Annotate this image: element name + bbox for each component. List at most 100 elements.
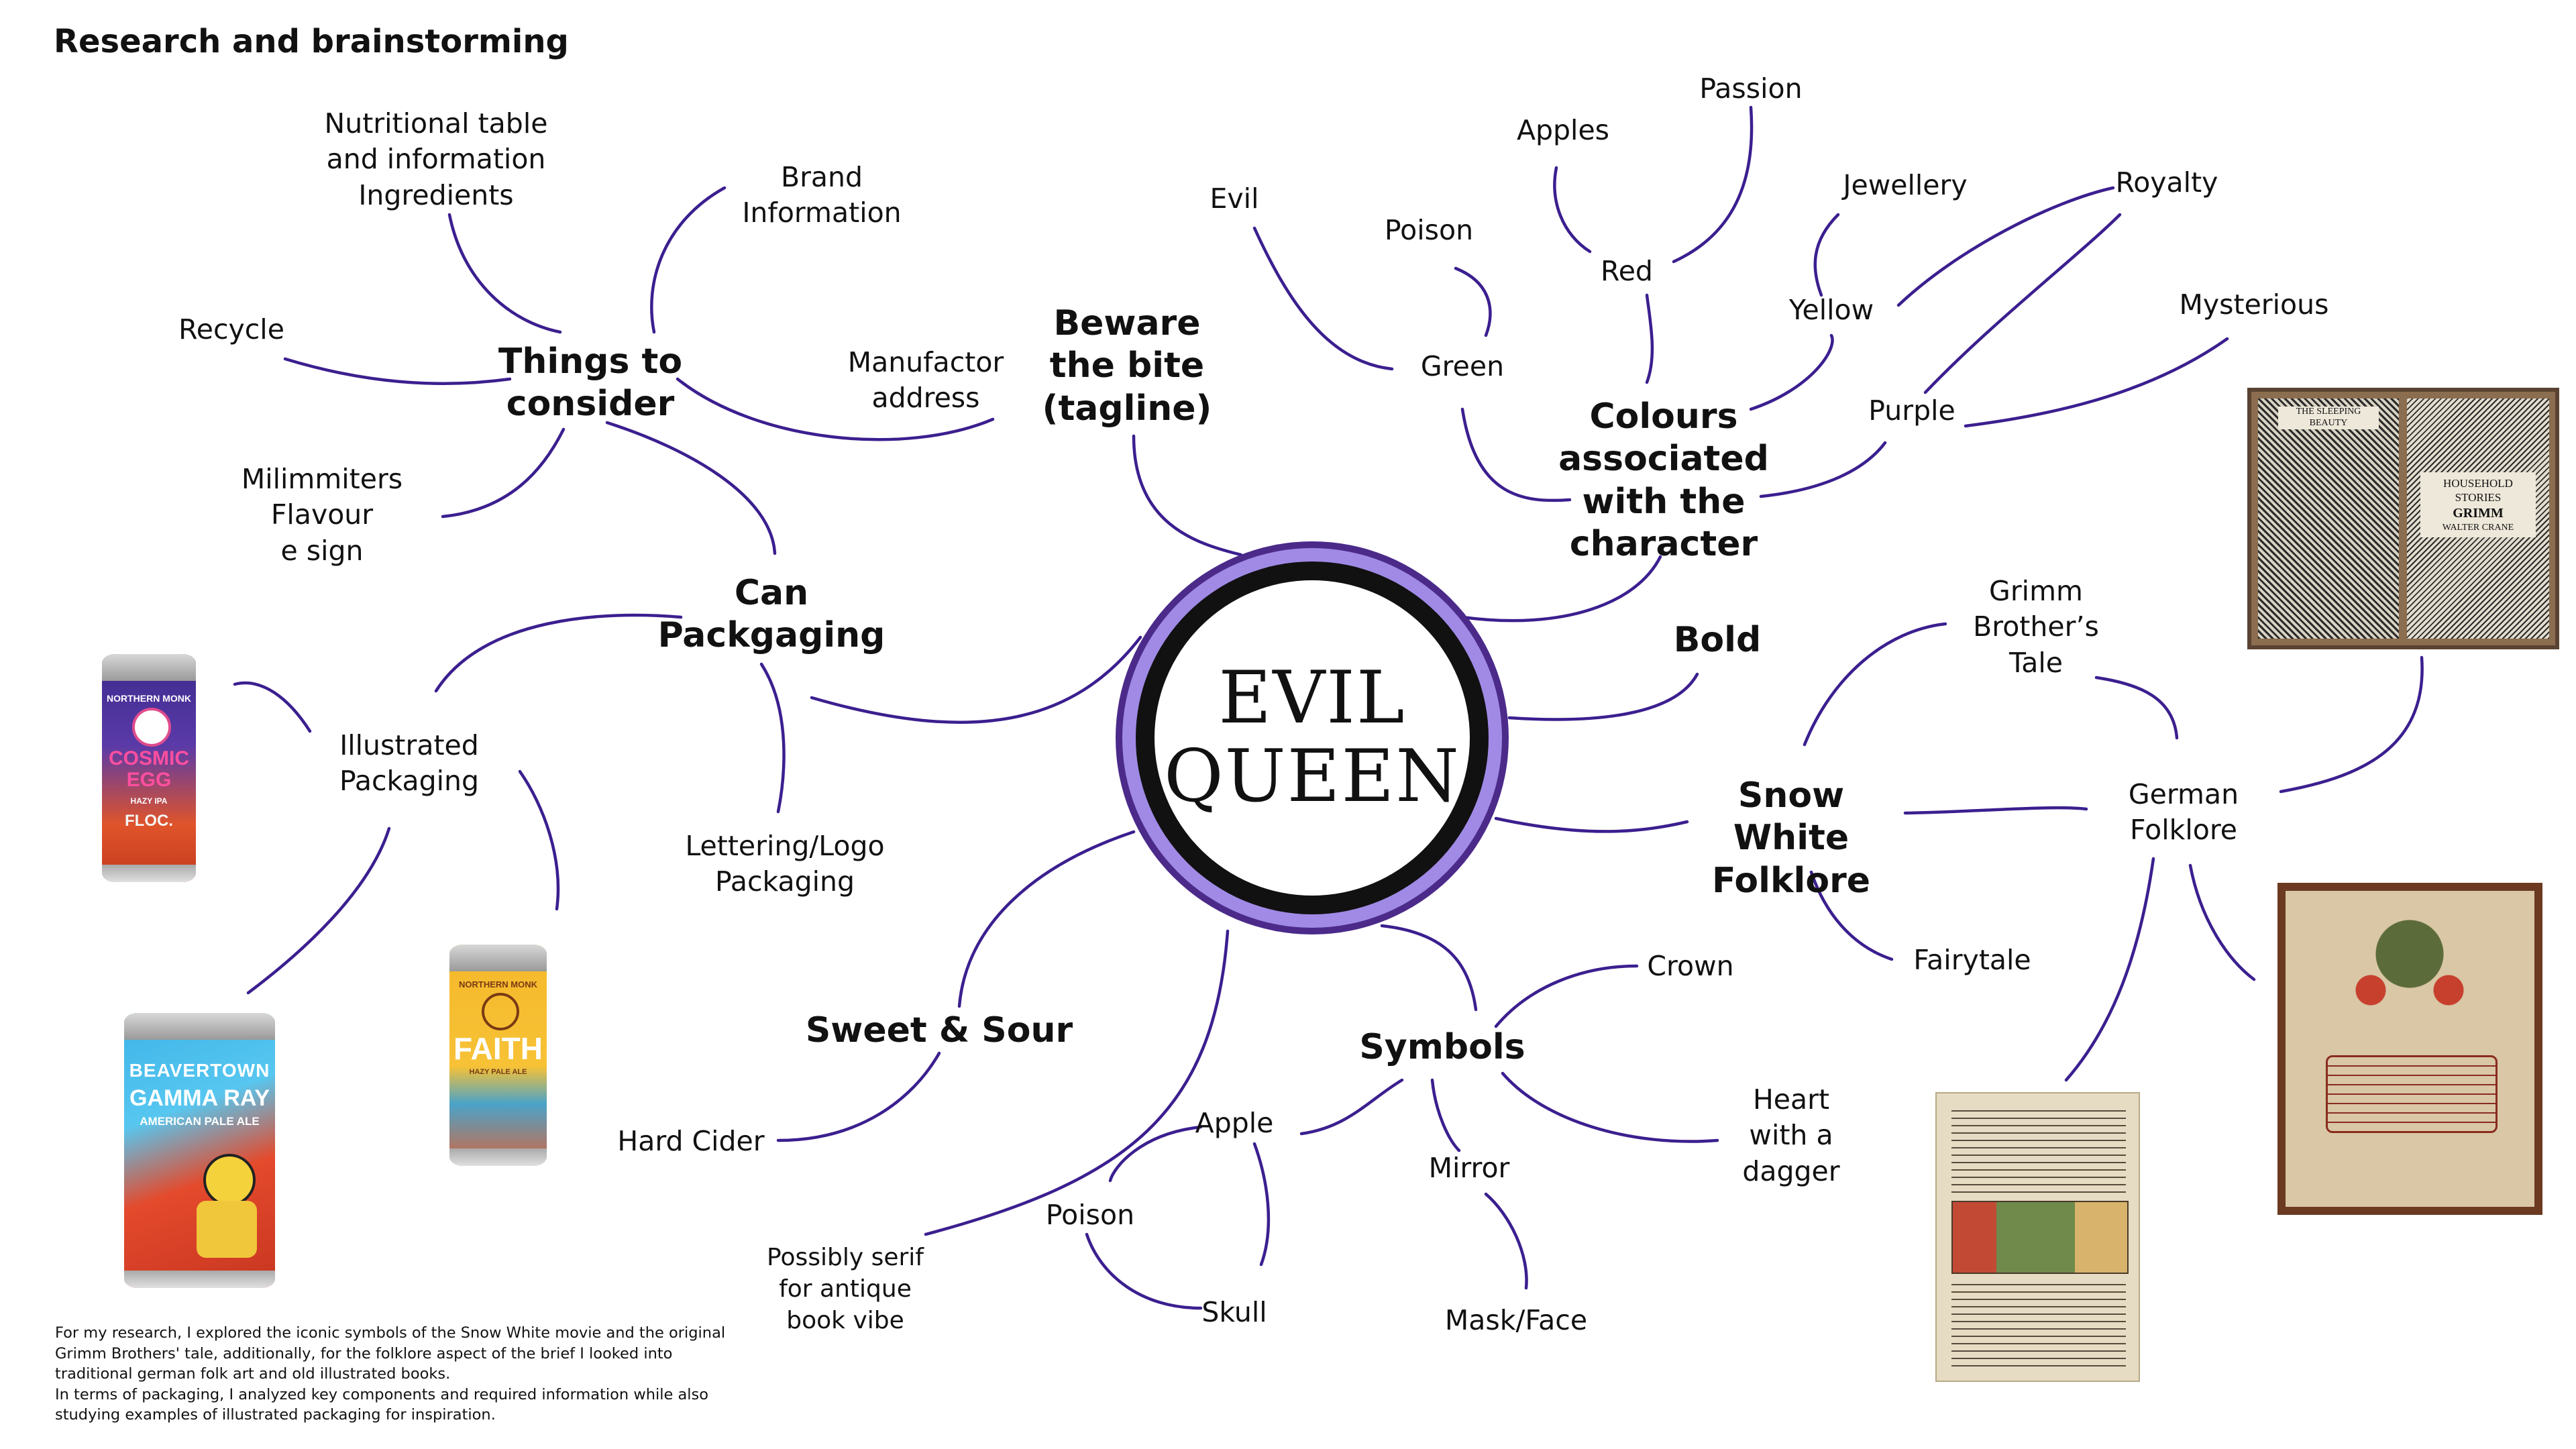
can-gamma-ray-style: AMERICAN PALE ALE	[140, 1115, 260, 1128]
page-text-block	[1951, 1104, 2126, 1195]
link-symbols-mirror	[1430, 1078, 1461, 1152]
node-colours-associated: Colours associated with the character	[1558, 396, 1769, 565]
can-faith-style: HAZY PALE ALE	[469, 1068, 527, 1076]
node-evil: Evil	[1210, 182, 1259, 215]
woodcut-illustration	[1951, 1201, 2129, 1274]
link-purple-mysterious	[1964, 337, 2229, 428]
book-illustrator: WALTER CRANE	[2442, 522, 2514, 533]
link-symbols-apple	[1299, 1078, 1404, 1136]
link-center-colours	[1460, 555, 1662, 623]
node-german-folklore: German Folklore	[2128, 778, 2239, 847]
link-snow-grimm	[1803, 622, 1947, 747]
node-apple: Apple	[1195, 1107, 1274, 1139]
link-apple-skull	[1252, 1142, 1271, 1267]
node-lettering-logo: Lettering/Logo Packaging	[685, 830, 885, 898]
link-center-sweet-sour	[957, 830, 1136, 1008]
old-printed-page-image	[1935, 1092, 2140, 1382]
link-purple-royalty	[1923, 213, 2122, 394]
link-symbols-heart	[1501, 1071, 1719, 1143]
link-illustrated-can2	[518, 769, 560, 911]
node-royalty: Royalty	[2115, 166, 2218, 199]
can-gamma-ray-image: BEAVERTOWN GAMMA RAY AMERICAN PALE ALE	[124, 1013, 275, 1288]
node-fairytale: Fairytale	[1913, 944, 2031, 976]
central-node: EVIL QUEEN	[1116, 541, 1509, 934]
page-title: Research and brainstorming	[54, 23, 569, 60]
link-apple-poison	[1108, 1125, 1203, 1183]
monk-logo-icon	[482, 993, 519, 1030]
link-center-snow-white	[1494, 816, 1689, 833]
book-author: GRIMM	[2453, 505, 2504, 521]
node-manufactor-address: Manufactor address	[847, 346, 1004, 415]
link-red-apples	[1553, 166, 1592, 254]
node-mysterious: Mysterious	[2179, 288, 2329, 321]
node-jewellery: Jewellery	[1843, 169, 1968, 201]
can-gamma-ray-name: GAMMA RAY	[129, 1085, 270, 1111]
link-things-nutritional	[447, 213, 562, 334]
link-center-can-packaging	[810, 635, 1142, 724]
link-mirror-mask	[1484, 1192, 1528, 1290]
astronaut-body-icon	[197, 1201, 257, 1258]
node-illustrated-packaging: Illustrated Packaging	[339, 729, 480, 798]
link-symbols-crown	[1494, 964, 1639, 1028]
node-yellow: Yellow	[1788, 294, 1874, 326]
node-red: Red	[1601, 255, 1653, 287]
link-colours-green	[1460, 407, 1572, 502]
can-faith-brand: NORTHERN MONK	[459, 979, 537, 989]
node-mask-face: Mask/Face	[1444, 1304, 1588, 1336]
node-mirror: Mirror	[1428, 1152, 1510, 1184]
link-german-folkart	[2188, 863, 2256, 981]
link-things-manufactor	[676, 377, 995, 441]
can-cosmic-egg-brand: NORTHERN MONK	[107, 693, 191, 704]
node-recycle: Recycle	[178, 313, 284, 345]
link-center-symbols	[1380, 924, 1478, 1012]
link-green-poison	[1454, 266, 1492, 337]
german-folk-art-image	[2277, 883, 2542, 1215]
link-colours-yellow	[1749, 333, 1834, 411]
research-footnote: For my research, I explored the iconic s…	[55, 1324, 726, 1424]
link-illustrated-can1	[233, 681, 312, 733]
grimm-book-image: THE SLEEPING BEAUTY HOUSEHOLD STORIES GR…	[2247, 388, 2559, 649]
node-grimm-brothers-tale: Grimm Brother’s Tale	[1973, 575, 2099, 679]
book-left-title: THE SLEEPING BEAUTY	[2278, 407, 2379, 429]
link-colours-red	[1645, 293, 1654, 384]
link-center-tagline	[1132, 434, 1243, 557]
node-milimmiters: Milimmiters Flavour e sign	[241, 463, 403, 567]
node-serif-note: Possibly serif for antique book vibe	[767, 1244, 924, 1334]
astronaut-helmet-icon	[203, 1154, 256, 1206]
link-center-serif-note	[924, 929, 1230, 1236]
node-hard-cider: Hard Cider	[617, 1125, 765, 1157]
node-things-to-consider: Things to consider	[498, 341, 683, 425]
node-can-packaging: Can Packgaging	[657, 573, 885, 656]
node-poison-symbol: Poison	[1045, 1199, 1135, 1231]
node-apples: Apples	[1516, 114, 1610, 146]
link-can-lettering	[759, 662, 786, 814]
link-yellow-royalty	[1896, 186, 2115, 307]
book-left-page-illustration: THE SLEEPING BEAUTY	[2258, 398, 2399, 639]
can-cosmic-egg-collab: FLOC.	[125, 812, 173, 830]
link-snow-fairytale	[1809, 870, 1894, 961]
node-poison-colour: Poison	[1384, 214, 1474, 246]
folk-art-paper	[2286, 891, 2534, 1207]
fraktur-inscription	[2326, 1055, 2498, 1133]
monk-logo-icon	[132, 708, 171, 747]
link-things-brand	[650, 186, 727, 334]
node-nutritional-table: Nutritional table and information Ingred…	[324, 107, 548, 211]
can-faith-name: FAITH	[453, 1031, 543, 1066]
link-green-evil	[1252, 226, 1394, 371]
node-purple: Purple	[1868, 394, 1955, 427]
can-faith-image: NORTHERN MONK FAITH HAZY PALE ALE	[449, 945, 547, 1166]
book-right-page-illustration: HOUSEHOLD STORIES GRIMM WALTER CRANE	[2407, 398, 2549, 639]
node-tagline: Beware the bite (tagline)	[1042, 303, 1212, 429]
link-sweet-hardcider	[776, 1051, 941, 1142]
node-sweet-and-sour: Sweet & Sour	[805, 1010, 1073, 1051]
link-can-illustrated	[434, 613, 683, 693]
node-snow-white-folklore: Snow White Folklore	[1711, 775, 1870, 901]
node-brand-information: Brand Information	[742, 161, 902, 229]
can-cosmic-egg-style: HAZY IPA	[130, 796, 168, 806]
link-grimm-german	[2094, 676, 2179, 740]
can-cosmic-egg-image: NORTHERN MONK COSMIC EGG HAZY IPA FLOC.	[102, 654, 196, 882]
node-passion: Passion	[1699, 72, 1803, 105]
link-red-passion	[1672, 105, 1754, 264]
link-german-book1	[2279, 655, 2424, 794]
